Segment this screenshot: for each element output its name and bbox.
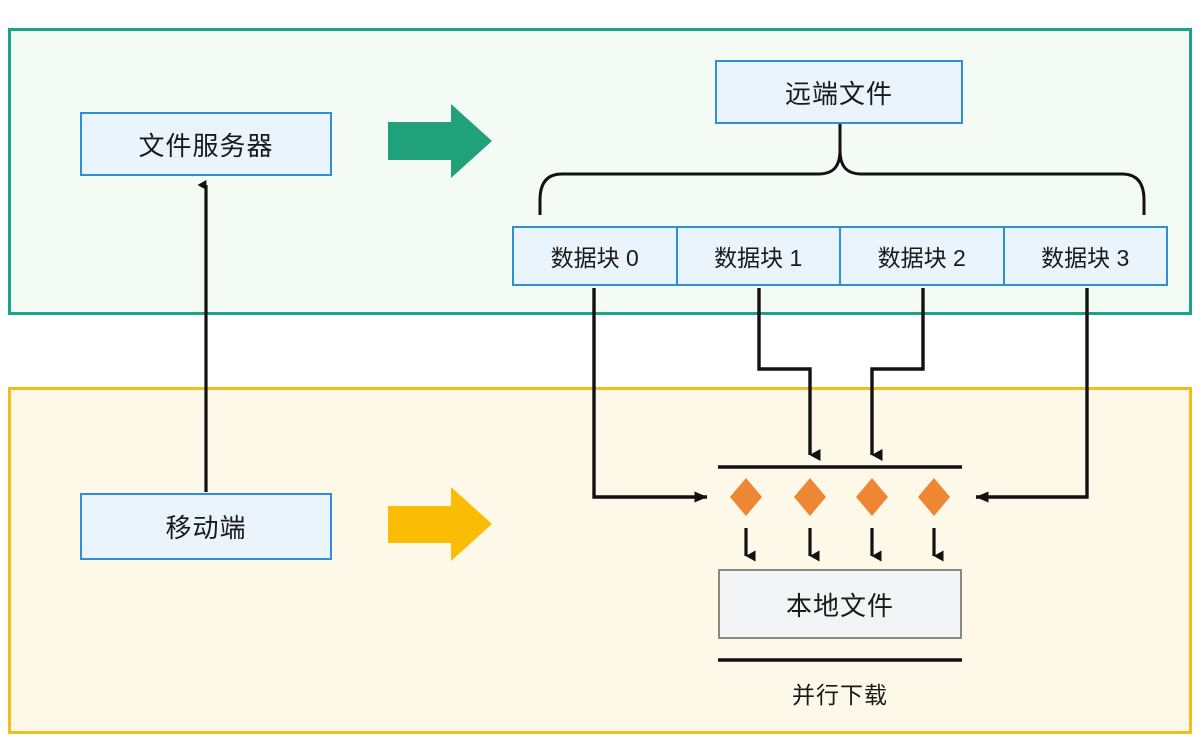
green-right-arrow-icon [388, 104, 492, 178]
block1-route [757, 288, 821, 461]
data-block-0[interactable]: 数据块 0 [514, 228, 678, 284]
brace-remote-to-blocks [538, 124, 1146, 215]
data-block-1[interactable]: 数据块 1 [678, 228, 841, 284]
node-local-file[interactable]: 本地文件 [718, 569, 962, 639]
diamond-to-local-arrows [744, 528, 944, 562]
data-blocks-row: 数据块 0 数据块 1 数据块 2 数据块 3 [512, 226, 1168, 286]
block0-route [592, 288, 708, 503]
diamond-chunk [918, 478, 950, 516]
diamond-chunk [794, 478, 826, 516]
data-block-3[interactable]: 数据块 3 [1041, 245, 1130, 271]
data-block-2[interactable]: 数据块 2 [841, 228, 1005, 284]
diamond-chunk [856, 478, 888, 516]
yellow-right-arrow-icon [388, 487, 492, 561]
diamond-group [730, 478, 950, 516]
node-mobile-client[interactable]: 移动端 [80, 493, 332, 560]
node-file-server[interactable]: 文件服务器 [80, 112, 332, 176]
diamond-chunk [730, 478, 762, 516]
block2-route [870, 288, 925, 461]
block3-route [975, 288, 1089, 503]
parallel-download-caption: 并行下载 [792, 682, 888, 708]
node-remote-file[interactable]: 远端文件 [715, 60, 963, 124]
